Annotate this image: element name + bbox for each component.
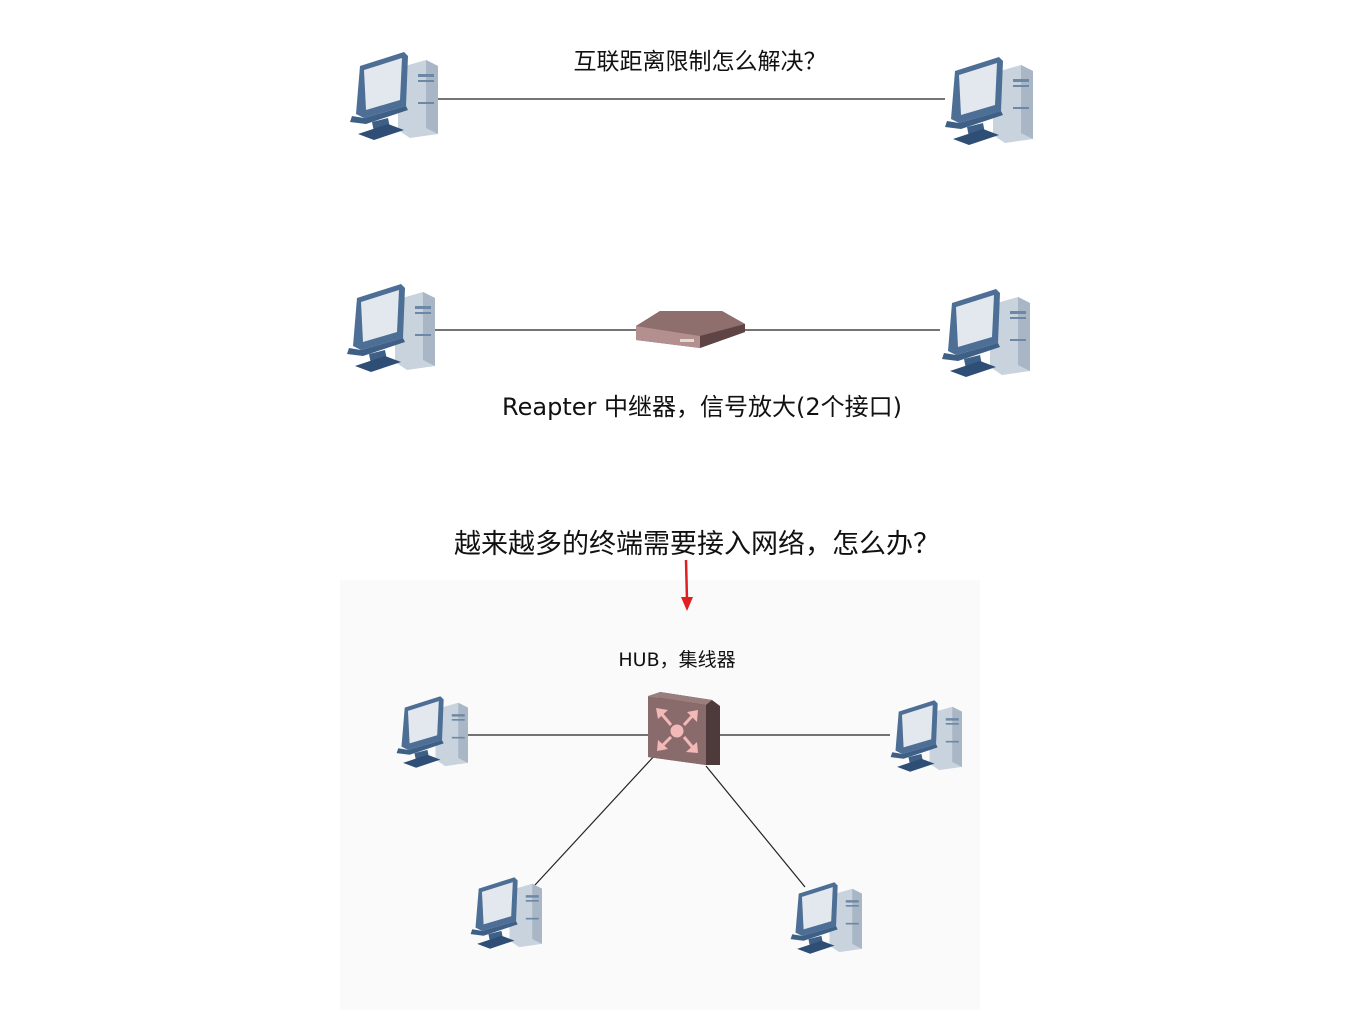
- hub-diagram-background: [340, 580, 980, 1010]
- hub-label: HUB，集线器: [618, 649, 736, 671]
- computer-icon: [945, 57, 1033, 145]
- repeater-device-icon: [636, 311, 745, 348]
- red-arrow-icon: [681, 559, 693, 611]
- computer-icon: [790, 882, 862, 954]
- terminals-question: 越来越多的终端需要接入网络，怎么办？: [454, 529, 940, 560]
- computer-icon: [470, 877, 542, 949]
- computer-icon: [890, 700, 962, 772]
- link-line: [534, 753, 657, 886]
- repeater-caption: Reapter 中继器，信号放大(2个接口): [502, 393, 902, 421]
- distance-question: 互联距离限制怎么解决？: [573, 49, 827, 75]
- computer-icon: [347, 284, 435, 372]
- computer-icon: [396, 696, 468, 768]
- link-line: [705, 765, 806, 888]
- computer-icon: [942, 289, 1030, 377]
- computer-icon: [350, 52, 438, 140]
- hub-device-icon: [648, 692, 720, 765]
